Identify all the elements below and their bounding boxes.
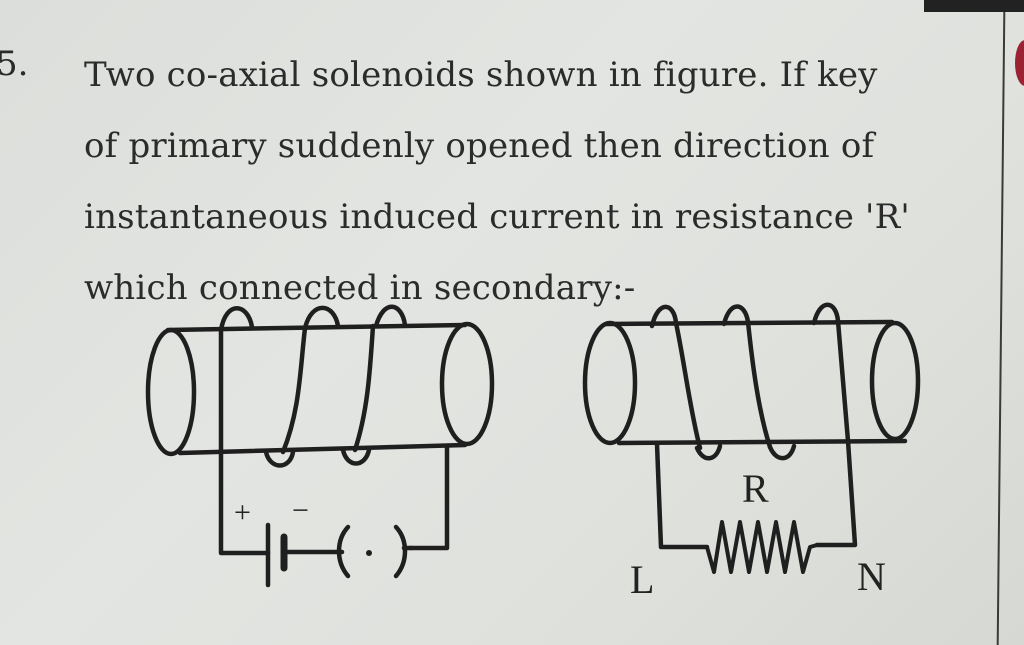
question-line-3: instantaneous induced current in resista… bbox=[84, 197, 910, 237]
question-line-1: Two co-axial solenoids shown in figure. … bbox=[84, 55, 878, 95]
terminal-n-label: N bbox=[857, 554, 886, 599]
top-edge-bar bbox=[924, 0, 1024, 12]
question-text: Two co-axial solenoids shown in figure. … bbox=[84, 40, 974, 324]
question-line-4: which connected in secondary:- bbox=[84, 268, 636, 308]
primary-solenoid bbox=[145, 304, 495, 588]
red-mark bbox=[1015, 40, 1024, 86]
question-line-2: of primary suddenly opened then directio… bbox=[84, 126, 875, 166]
terminal-l-label: L bbox=[630, 557, 655, 602]
battery-plus-label: + bbox=[234, 496, 251, 529]
secondary-solenoid bbox=[582, 302, 921, 574]
battery-minus-label: − bbox=[292, 494, 309, 527]
resistor-label: R bbox=[742, 466, 769, 511]
question-number: 5. bbox=[0, 44, 29, 84]
